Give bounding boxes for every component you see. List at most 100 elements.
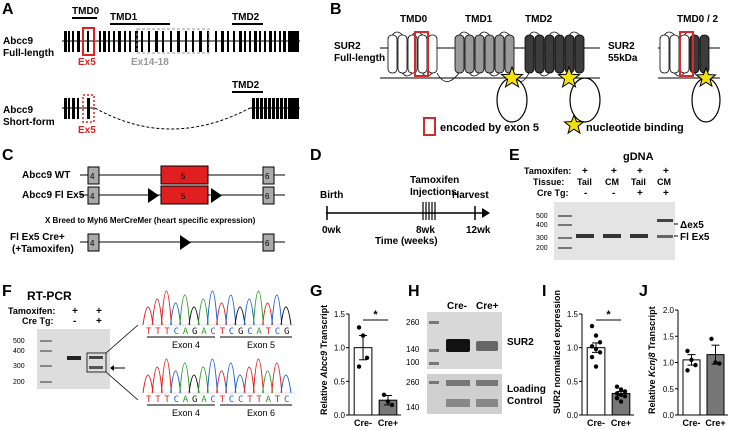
full-exon-1 [64, 31, 67, 52]
bot-peak-2 [151, 366, 163, 394]
tmd02-helix-1 [659, 34, 670, 74]
e-row-tissue: Tissue: [533, 177, 564, 187]
sur2-full-label-line1: SUR2 [334, 41, 361, 52]
fl-exon4-label: 4 [90, 192, 95, 201]
e-lane1-tissue: Tail [577, 177, 592, 187]
full-length-exons [64, 31, 286, 52]
chartI-point-1-7 [618, 399, 624, 404]
chartG-point-1-1 [385, 399, 391, 404]
e-row-cretg: Cre Tg: [537, 188, 569, 198]
tmd2-loop-5 [569, 31, 580, 36]
cre-exon4 [87, 233, 100, 252]
chartJ-xlabel-0: Cre- [682, 418, 700, 428]
i-ylabel: SUR2 normalized expression [552, 290, 562, 414]
tmd1-helix-2 [464, 34, 475, 74]
chartI-point-0-1 [593, 333, 599, 338]
loading-label-line1: Loading [507, 384, 546, 395]
birth-label: Birth [320, 190, 343, 201]
full-exon-5 [87, 31, 89, 52]
chartI-point-1-6 [614, 395, 620, 401]
h-loading-band-1a [446, 380, 470, 386]
short-exon-tail-1 [252, 98, 255, 119]
tmd0-loop-1 [392, 31, 403, 36]
f-ladder-band-4 [40, 381, 52, 383]
f-ladder-400: 400 [13, 348, 25, 355]
short-form-label-line1: Abcc9 [3, 105, 33, 116]
gdna-title: gDNA [623, 151, 654, 163]
h-ladder-260b: 260 [406, 378, 420, 387]
e-lane2-cre: - [612, 188, 615, 199]
timeline-arrowhead [482, 208, 490, 218]
e-band-lane2 [603, 234, 621, 238]
j-ylabel: Relative Kcnj8 Transcript [647, 306, 657, 414]
tmd2-helix-1 [524, 34, 535, 74]
e-ladder-band-500 [558, 215, 572, 217]
bot-peak-7 [197, 366, 209, 394]
full-exon-4 [77, 31, 80, 52]
tmd02-helix-4 [689, 34, 700, 74]
e-lane2-tissue: CM [605, 177, 619, 187]
f-lane1-cre: - [73, 316, 76, 327]
e-ladder-band-200 [558, 247, 572, 249]
tmd2-helix-4 [554, 34, 565, 74]
seqtop-base-4: C [174, 327, 179, 337]
seqbot-base-16: C [284, 395, 289, 405]
top-peak-10 [225, 294, 237, 326]
full-exon-10 [118, 31, 121, 52]
seqbot-base-12: T [247, 395, 253, 405]
chartG-point-1-0 [381, 392, 387, 397]
bot-peak-5 [179, 362, 191, 394]
chartI-sig-star: * [606, 309, 611, 321]
chartG-point-0-0 [356, 325, 362, 330]
sur2-55kda-label-line2: 55kDa [608, 53, 638, 64]
chartG-point-0-2 [364, 355, 370, 360]
seqtop-base-14: T [266, 327, 272, 337]
chartI-point-0-6 [589, 354, 595, 360]
panel-letter-g: G [310, 283, 322, 300]
short-exon-5 [87, 98, 90, 119]
full-exon-3 [72, 31, 74, 52]
h-ladder-140: 140 [406, 345, 420, 354]
fl-exon4 [87, 186, 100, 205]
f-band-lane2-upper [89, 356, 103, 359]
panel-a: A Abcc9 Full-length Abcc9 Short-form TMD… [2, 1, 300, 136]
top-peak-2 [151, 298, 163, 326]
chartJ-bar-0 [682, 359, 701, 416]
full-exon-33 [264, 31, 266, 52]
panel-letter-f: F [2, 283, 12, 300]
panel-e: E gDNA Tamoxifen: Tissue: Cre Tg: + + + … [509, 147, 710, 260]
abcc9-fl-label: Abcc9 Fl Ex5 [22, 190, 85, 201]
h-ladder-band-1 [429, 321, 439, 324]
bot-peak-16 [280, 374, 292, 394]
f-lane2-tam: + [96, 306, 102, 317]
short-exon-tail-5 [268, 98, 271, 119]
f-zoom-line-bottom [105, 371, 139, 401]
chartG-ytick-label-0: 0.0 [334, 411, 346, 420]
chartI-xlabel-0: Cre- [587, 418, 605, 428]
linker-0-1 [436, 72, 460, 82]
panel-c: C Abcc9 WT 4 5 6 Abcc9 Fl Ex5 4 5 6 X Br… [2, 147, 285, 255]
wt-exon5-label: 5 [181, 172, 186, 181]
fl-exon5 [160, 185, 209, 205]
f-zoom-line-top [105, 324, 139, 354]
tamoxifen-label-line2: Injections [410, 187, 457, 198]
legend-exon-swatch [423, 117, 436, 136]
full-exon-25 [221, 31, 224, 52]
top-peak-16 [280, 306, 292, 326]
exon4-top-label: Exon 4 [172, 340, 200, 350]
tmd02-loop-1 [664, 31, 675, 36]
tmd2-loop-1 [529, 31, 540, 36]
harvest-label: Harvest [452, 190, 489, 201]
seqtop-base-10: C [229, 327, 234, 337]
h-loading-band-1b [446, 399, 470, 407]
bot-peak-1 [142, 374, 154, 394]
chartI-xlabel-1: Cre+ [611, 418, 631, 428]
g-ylabel-pre: Relative [319, 378, 329, 415]
full-exon-18 [170, 31, 172, 52]
f-band-box [86, 352, 107, 373]
bot-peak-10 [225, 362, 237, 394]
full-exon-20 [185, 31, 187, 52]
